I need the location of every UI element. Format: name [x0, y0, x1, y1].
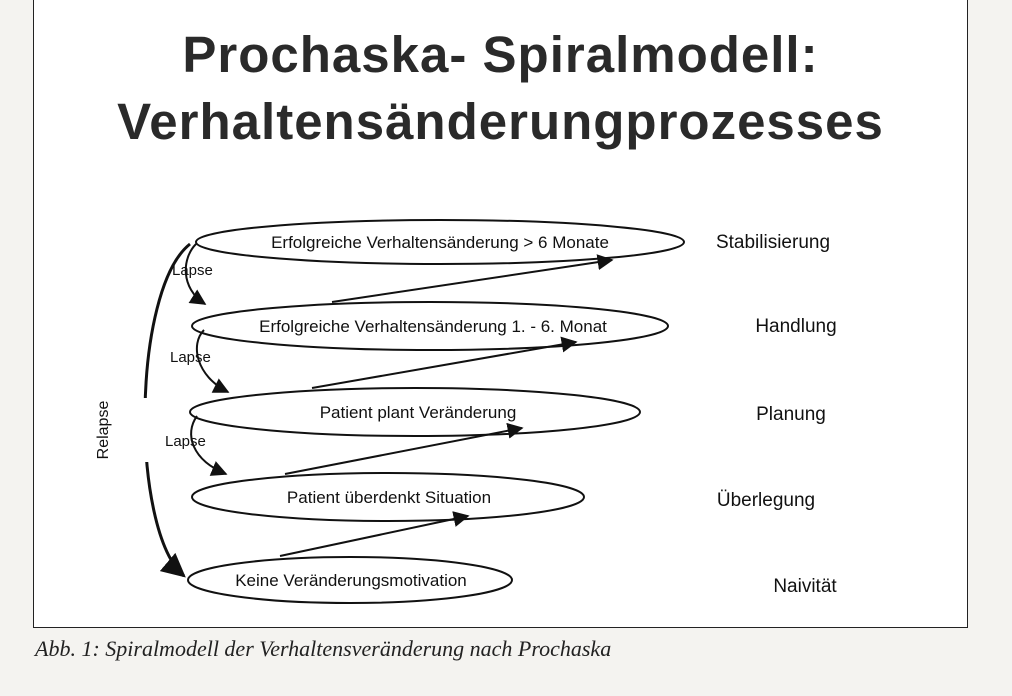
progress-arrow-2 [284, 422, 524, 475]
progress-arrow-3 [311, 336, 578, 389]
ellipse-label-naivitaet: Keine Veränderungsmotivation [235, 571, 467, 590]
figure-frame [33, 0, 968, 628]
progress-arrow-4 [331, 254, 614, 303]
ellipse-handlung [191, 301, 669, 351]
relapse-label-gap [130, 398, 154, 462]
ellipse-label-planung: Patient plant Veränderung [320, 403, 517, 422]
title-line-2: Verhaltensänderungprozesses [117, 93, 884, 150]
figure-caption: Abb. 1: Spiralmodell der Verhaltensverän… [35, 636, 612, 661]
title-line-1: Prochaska- Spiralmodell: [182, 26, 819, 83]
stage-label-stabilisierung: Stabilisierung [716, 232, 830, 253]
ellipse-label-handlung: Erfolgreiche Verhaltensänderung 1. - 6. … [259, 317, 607, 336]
stage-label-ueberlegung: Überlegung [717, 490, 815, 511]
lapse-label-2: Lapse [170, 349, 211, 366]
ellipse-label-stabilisierung: Erfolgreiche Verhaltensänderung > 6 Mona… [271, 233, 609, 252]
relapse-label: Relapse [95, 401, 112, 460]
lapse-label-3: Lapse [165, 433, 206, 450]
ellipse-stabilisierung [195, 219, 685, 265]
ellipse-ueberlegung [191, 472, 585, 522]
stage-label-handlung: Handlung [755, 316, 836, 337]
stage-label-naivitaet: Naivität [773, 576, 837, 597]
lapse-label-1: Lapse [172, 262, 213, 279]
lapse-arrow-3 [190, 415, 228, 476]
ellipse-naivitaet [187, 556, 513, 604]
progress-arrow-1 [279, 511, 470, 557]
ellipse-label-ueberlegung: Patient überdenkt Situation [287, 488, 491, 507]
lapse-arrow-1 [184, 243, 207, 305]
ellipse-planung [189, 387, 641, 437]
stage-label-planung: Planung [756, 404, 826, 425]
lapse-arrow-2 [195, 329, 230, 393]
